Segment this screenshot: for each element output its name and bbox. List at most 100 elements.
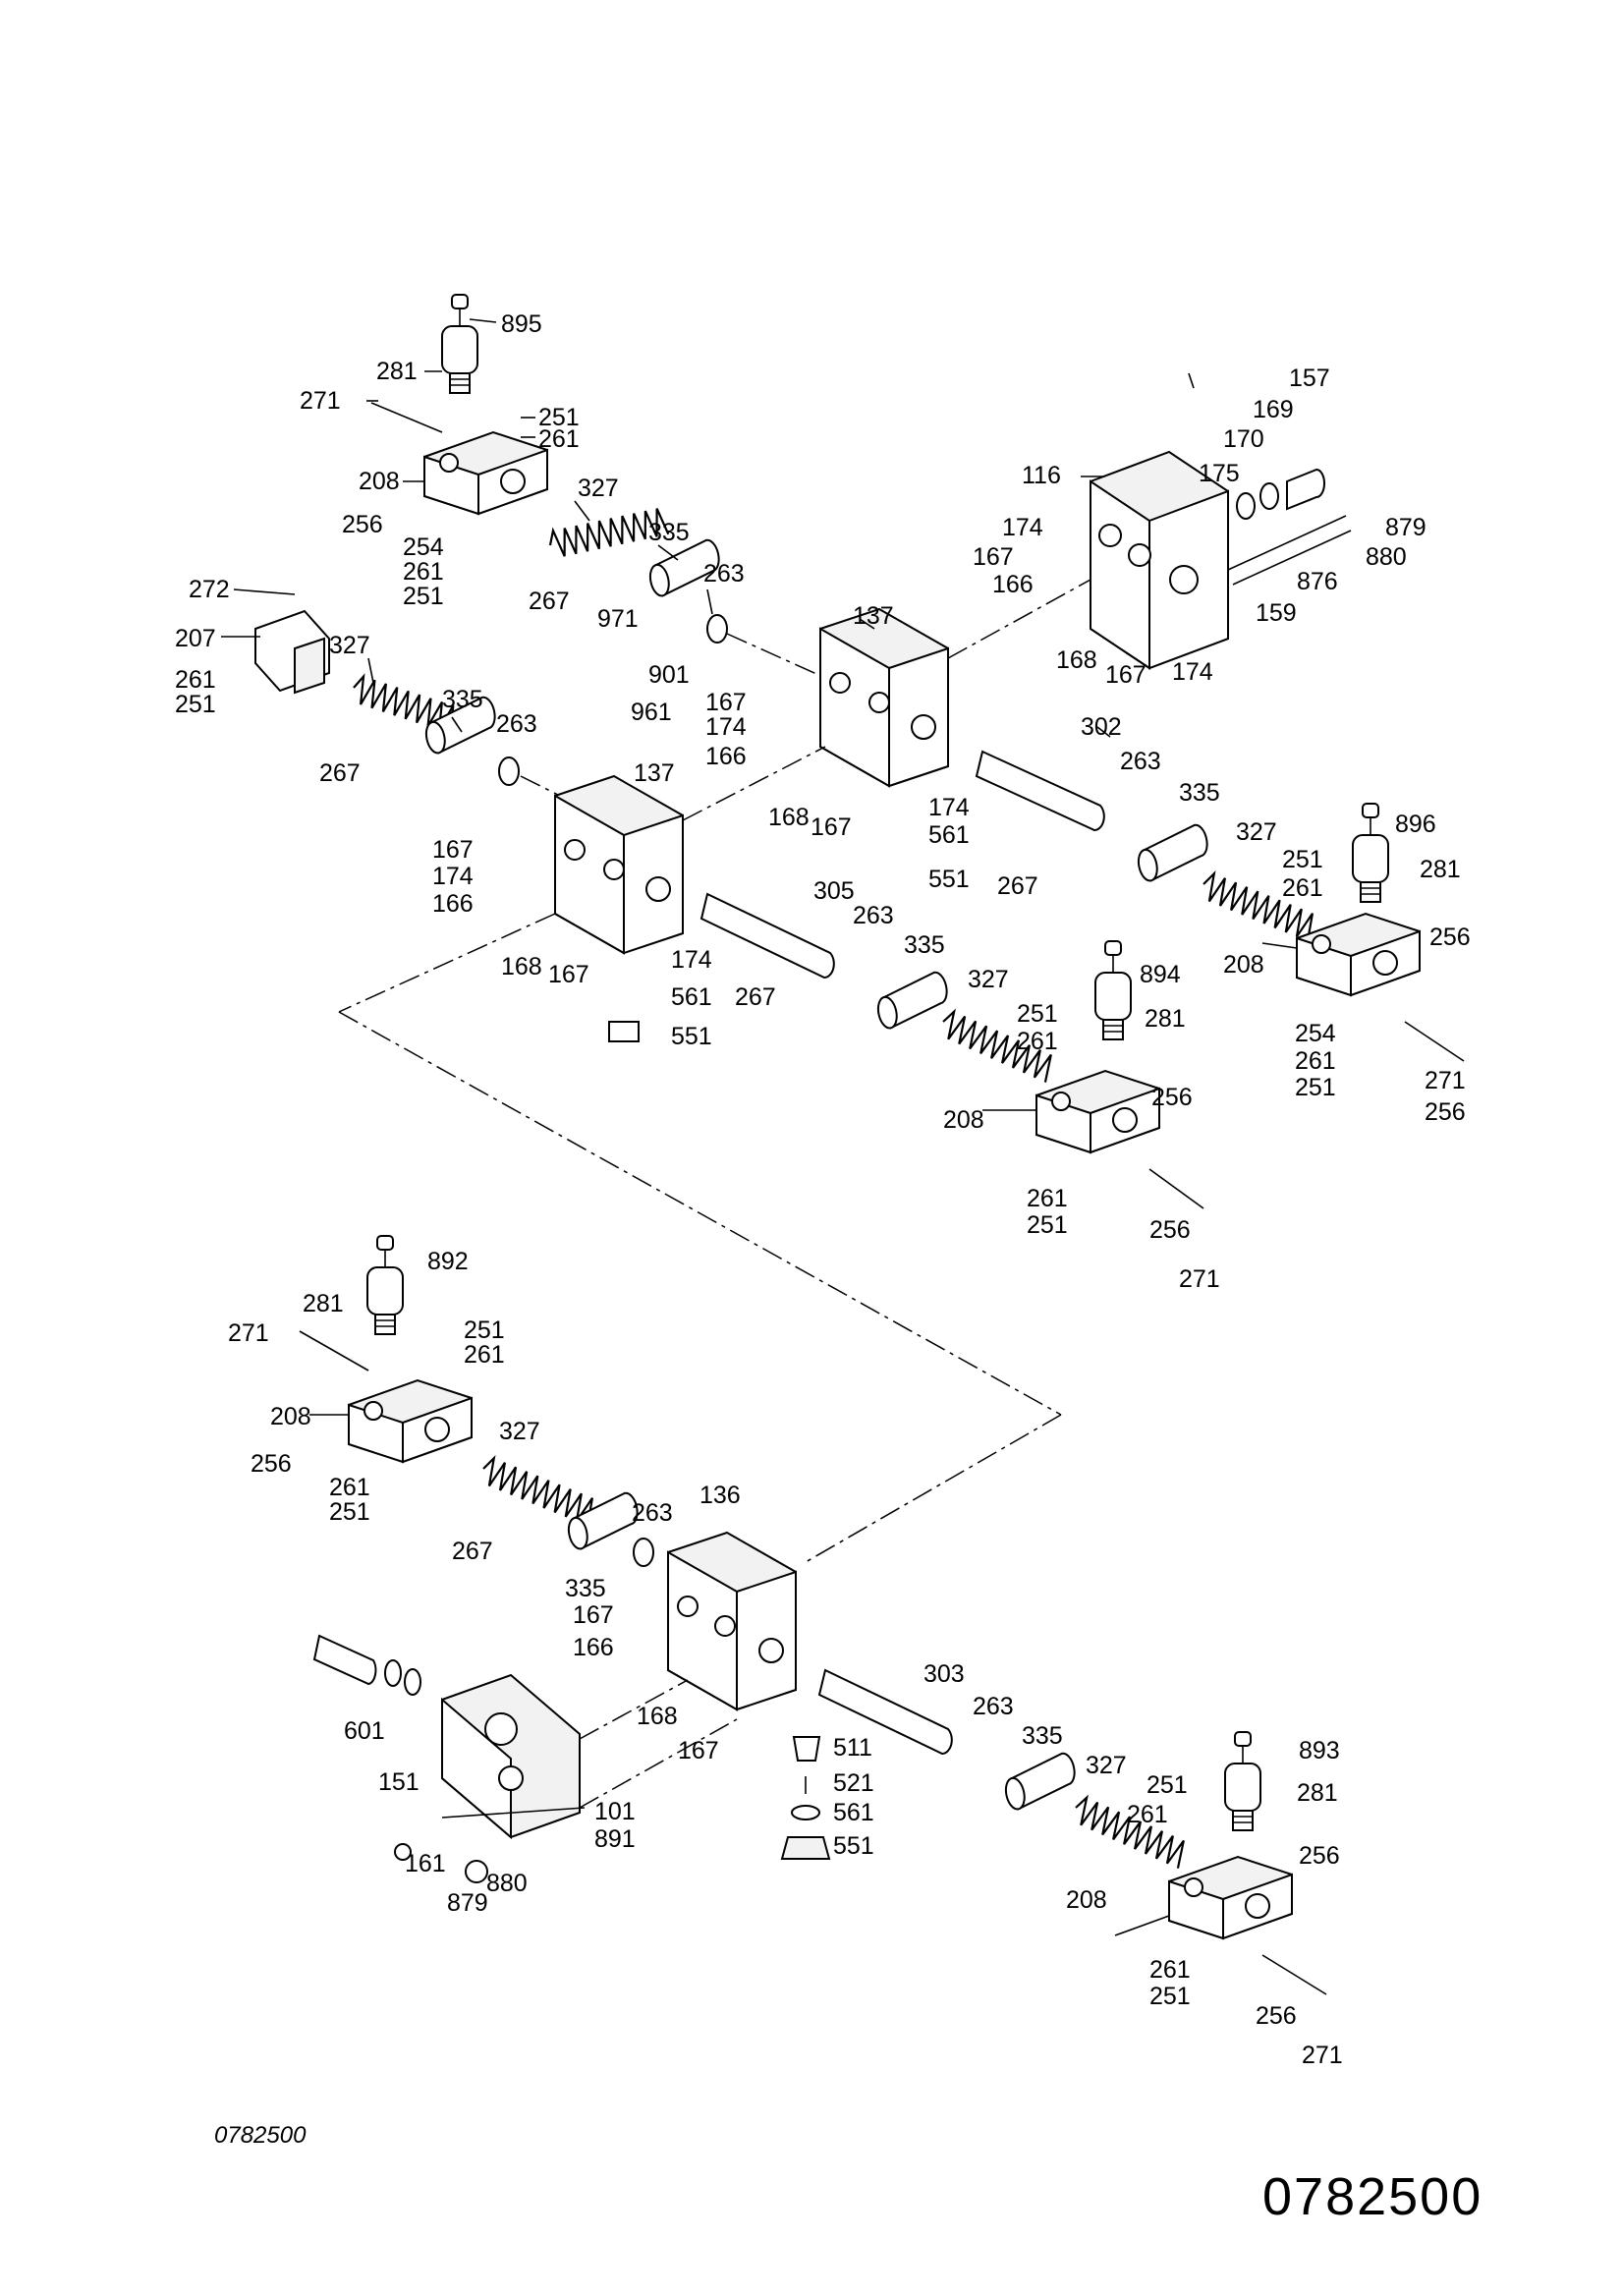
callout: 281	[1420, 856, 1461, 883]
callout: 256	[1429, 924, 1471, 951]
callout: 335	[1022, 1722, 1063, 1750]
connector-line-a	[338, 913, 556, 1013]
callout: 261	[1149, 1956, 1191, 1984]
valve-block-116	[1090, 450, 1352, 670]
callout: 880	[1366, 543, 1407, 571]
diagram-id-large: 0782500	[1262, 2167, 1483, 2226]
callout: 174	[1002, 514, 1043, 541]
assembly-right-896	[975, 750, 1465, 1062]
callout: 116	[1022, 462, 1061, 489]
callout: 892	[427, 1248, 469, 1275]
callout: 305	[813, 877, 855, 905]
callout: 879	[1385, 514, 1426, 541]
callout: 521	[833, 1769, 874, 1797]
callout: 256	[251, 1450, 292, 1478]
callout: 327	[499, 1418, 540, 1445]
assembly-top-left	[370, 294, 826, 679]
callout: 167	[678, 1737, 719, 1764]
callout: 271	[228, 1319, 269, 1347]
callout: 208	[1223, 951, 1264, 979]
diagram-id-small: 0782500	[214, 2122, 307, 2149]
callout: 251	[538, 404, 580, 431]
callout: 256	[1299, 1842, 1340, 1870]
leader-lines	[221, 318, 1298, 1936]
callout: 891	[594, 1825, 636, 1853]
callout: 208	[270, 1403, 311, 1430]
valve-block-upper-right	[819, 579, 1091, 788]
callout: 894	[1140, 961, 1181, 988]
callout: 879	[447, 1889, 488, 1917]
callout: 335	[904, 931, 945, 959]
callout: 327	[578, 475, 619, 502]
callout: 511	[833, 1734, 872, 1762]
callout: 174	[705, 713, 747, 741]
valve-block-middle-left	[554, 746, 826, 1042]
callout: 175	[1199, 460, 1240, 487]
callout: 251	[1017, 1000, 1058, 1028]
callout: 327	[968, 966, 1009, 993]
callout: 251	[1149, 1983, 1191, 2010]
callout: 168	[768, 804, 810, 831]
callout: 251	[175, 691, 216, 718]
callout: 335	[565, 1575, 606, 1602]
callout: 251	[1295, 1074, 1336, 1101]
callout: 281	[376, 358, 418, 385]
callout: 281	[303, 1290, 344, 1317]
callout: 101	[594, 1798, 636, 1825]
callout: 167	[705, 689, 747, 716]
callout: 263	[632, 1499, 673, 1527]
callout: 157	[1289, 364, 1330, 392]
callout: 261	[1282, 874, 1323, 902]
callout: 161	[405, 1850, 446, 1877]
callout: 281	[1145, 1005, 1186, 1033]
callout: 174	[671, 946, 712, 974]
callout: 166	[992, 571, 1034, 598]
callout: 261	[538, 425, 580, 453]
callout: 267	[452, 1538, 493, 1565]
callout: 893	[1299, 1737, 1340, 1764]
callout: 251	[464, 1316, 505, 1344]
callout: 272	[189, 576, 230, 603]
callout: 208	[1066, 1886, 1107, 1914]
callout: 281	[1297, 1779, 1338, 1807]
callout: 251	[329, 1498, 370, 1526]
callout: 263	[853, 902, 894, 929]
callout: 254	[1295, 1020, 1336, 1047]
callout: 208	[359, 468, 400, 495]
callout: 271	[1425, 1067, 1466, 1094]
callout: 551	[833, 1832, 874, 1860]
end-cover-101	[312, 1634, 738, 1883]
callout: 327	[329, 632, 370, 659]
callout: 169	[1253, 396, 1294, 423]
callout: 167	[573, 1601, 614, 1629]
callout: 166	[573, 1634, 614, 1661]
callout: 271	[300, 387, 341, 415]
callout: 174	[928, 794, 970, 821]
callout: 261	[403, 558, 444, 586]
callout: 261	[329, 1474, 370, 1501]
callout: 256	[1425, 1098, 1466, 1126]
callout: 961	[631, 699, 672, 726]
callout: 551	[671, 1023, 712, 1050]
callout: 302	[1081, 713, 1122, 741]
callout: 166	[432, 890, 474, 918]
callout: 335	[442, 686, 483, 713]
callout: 261	[1295, 1047, 1336, 1075]
plug-stack	[780, 1736, 831, 1860]
callout: 261	[464, 1341, 505, 1369]
callout: 168	[1056, 646, 1097, 674]
callout: 256	[342, 511, 383, 538]
assembly-mid-left	[254, 609, 561, 797]
callout: 271	[1302, 2042, 1343, 2069]
callout: 876	[1297, 568, 1338, 595]
callout: 137	[634, 759, 675, 787]
assembly-lower-left-892	[299, 1235, 654, 1567]
callout: 167	[548, 961, 589, 988]
callout: 335	[648, 519, 690, 546]
callout: 251	[1147, 1771, 1188, 1799]
callout: 327	[1086, 1752, 1127, 1779]
callout: 263	[703, 560, 745, 588]
callout: 303	[923, 1660, 965, 1688]
assembly-894	[699, 892, 1204, 1209]
